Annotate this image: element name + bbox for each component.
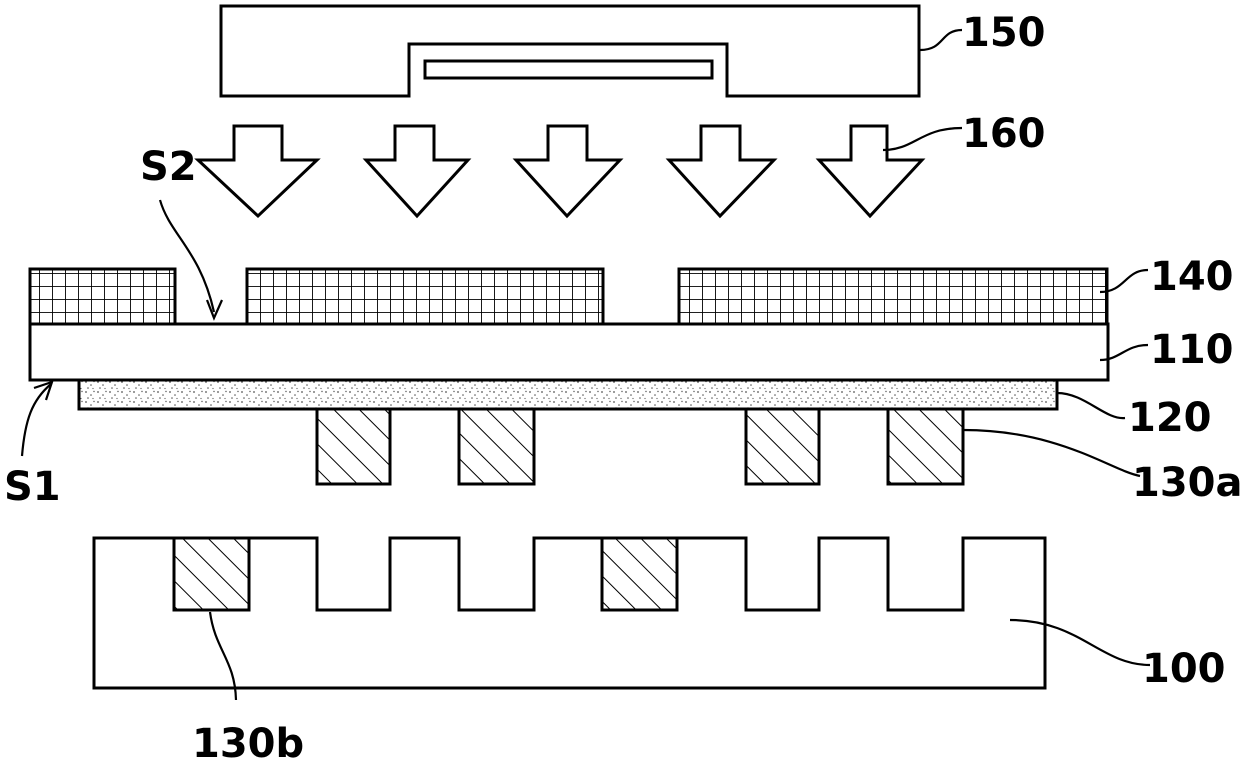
label-100: 100 <box>1142 646 1226 692</box>
label-130b: 130b <box>192 721 304 764</box>
label-s2: S2 <box>140 144 197 190</box>
label-140: 140 <box>1150 254 1234 300</box>
light-arrows-160 <box>198 126 922 216</box>
adhesive-layer-120 <box>79 380 1057 409</box>
pattern-blocks-130a <box>317 409 963 484</box>
label-120: 120 <box>1128 395 1212 441</box>
label-130a: 130a <box>1132 460 1240 506</box>
pattern-blocks-130b <box>174 538 677 610</box>
label-110: 110 <box>1150 327 1234 373</box>
label-150: 150 <box>962 10 1046 56</box>
substrate-110 <box>30 324 1108 380</box>
label-160: 160 <box>962 111 1046 157</box>
mask-layer-140 <box>30 269 1107 324</box>
label-s1: S1 <box>4 464 61 510</box>
light-source-150 <box>221 6 919 96</box>
